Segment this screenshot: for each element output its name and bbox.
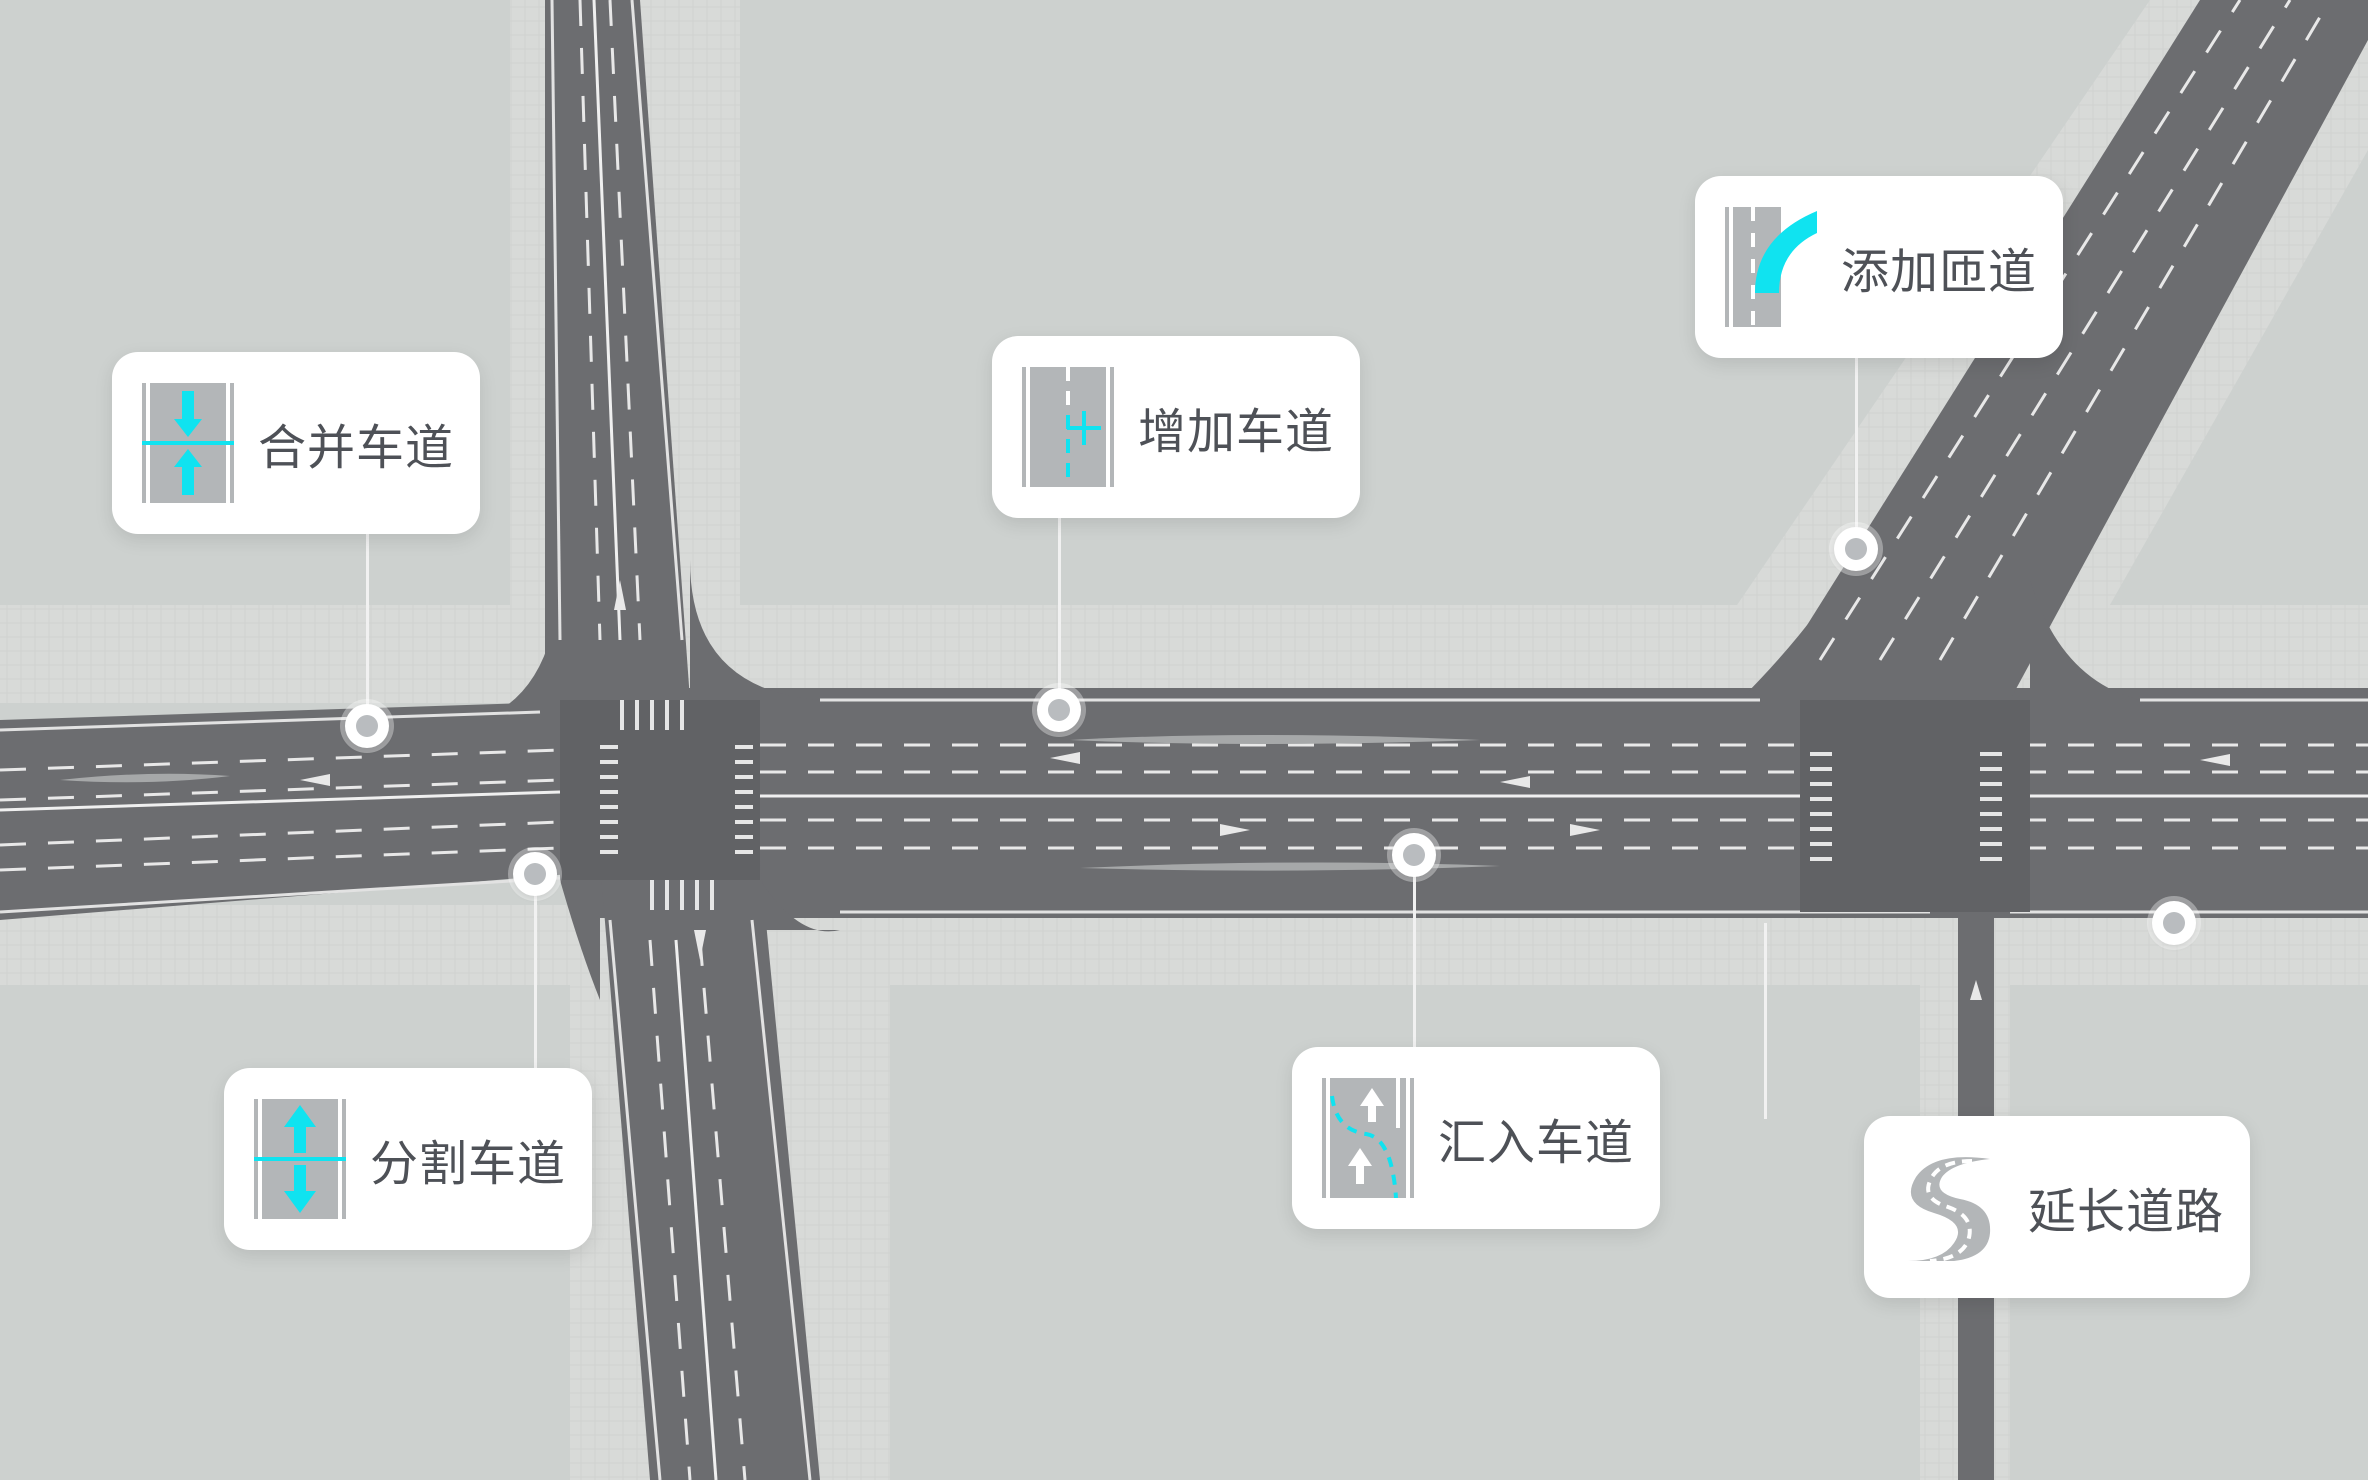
- pin-merge-lane[interactable]: [345, 704, 389, 748]
- pin-add-ramp[interactable]: [1834, 527, 1878, 571]
- leader-split-lane: [534, 876, 537, 1068]
- leader-add-lane: [1058, 518, 1061, 708]
- pin-split-lane[interactable]: [513, 852, 557, 896]
- merge-lane-label: 合并车道: [258, 420, 455, 476]
- callout-extend-road[interactable]: 延长道路: [1864, 1116, 2251, 1298]
- pin-add-lane[interactable]: [1037, 688, 1081, 732]
- pin-join-lane[interactable]: [1392, 833, 1436, 877]
- leader-merge-lane: [366, 534, 369, 726]
- arrow-markings: [300, 580, 2230, 1000]
- add-ramp-label: 添加匝道: [1841, 244, 2038, 300]
- crosswalks: [600, 700, 2002, 910]
- split-lane-icon: [254, 1099, 346, 1219]
- add-lane-icon: [1022, 367, 1114, 487]
- junction-areas: [560, 700, 2030, 912]
- join-lane-icon: [1322, 1078, 1414, 1198]
- callout-add-lane[interactable]: 增加车道: [992, 336, 1361, 518]
- pin-extend-road[interactable]: [2152, 901, 2196, 945]
- leader-join-lane: [1413, 855, 1416, 1047]
- extend-road-label: 延长道路: [2028, 1184, 2225, 1240]
- leader-add-ramp: [1855, 357, 1858, 549]
- callout-split-lane[interactable]: 分割车道: [224, 1068, 593, 1250]
- leader-extend-road: [1764, 923, 1767, 1119]
- extend-road-icon: [1894, 1147, 2004, 1267]
- add-ramp-icon: [1725, 207, 1817, 327]
- callout-join-lane[interactable]: 汇入车道: [1292, 1047, 1661, 1229]
- add-lane-label: 增加车道: [1138, 404, 1335, 460]
- callout-merge-lane[interactable]: 合并车道: [112, 352, 481, 534]
- medians: [60, 735, 1500, 871]
- merge-lane-icon: [142, 383, 234, 503]
- join-lane-label: 汇入车道: [1438, 1115, 1635, 1171]
- split-lane-label: 分割车道: [370, 1136, 567, 1192]
- callout-add-ramp[interactable]: 添加匝道: [1695, 176, 2064, 358]
